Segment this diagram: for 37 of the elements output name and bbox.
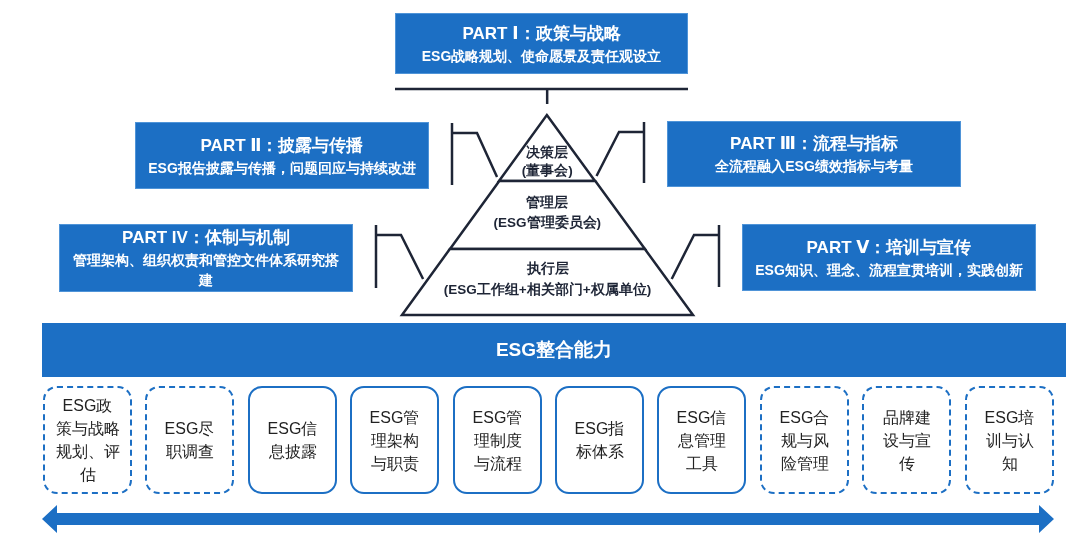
part-title: PART Ⅰ：政策与战略 xyxy=(462,22,621,45)
tier-subtitle: (ESG工作组+相关部门+权属单位) xyxy=(443,282,652,298)
capability-box: ESG信息管理工具 xyxy=(657,386,746,494)
capability-box: ESG信息披露 xyxy=(248,386,337,494)
bracket-connector xyxy=(595,120,646,185)
capability-box: ESG尽职调查 xyxy=(145,386,234,494)
capability-box: ESG培训与认知 xyxy=(965,386,1054,494)
part-title: PART IV：体制与机制 xyxy=(122,227,290,249)
bracket-connector xyxy=(374,223,425,290)
capability-box: ESG合规与风险管理 xyxy=(760,386,849,494)
tier-subtitle: (ESG管理委员会) xyxy=(493,215,602,231)
part-box xyxy=(395,13,688,74)
bracket-connector xyxy=(670,223,721,289)
part-description: 全流程融入ESG绩效指标与考量 xyxy=(715,157,913,176)
part-box xyxy=(59,224,353,292)
tier-subtitle: (董事会) xyxy=(521,163,573,179)
part-box xyxy=(742,224,1036,291)
part-description: ESG知识、理念、流程宣贯培训，实践创新 xyxy=(755,260,1023,280)
capability-box: ESG指标体系 xyxy=(555,386,644,494)
part-box xyxy=(135,122,429,189)
part-description: 管理架构、组织权责和管控文件体系研究搭建 xyxy=(72,251,340,290)
tier-name: 管理层 xyxy=(526,195,569,211)
part-title: PART Ⅲ：流程与指标 xyxy=(730,133,898,155)
part-description: ESG报告披露与传播，问题回应与持续改进 xyxy=(148,158,416,178)
capability-box: ESG政策与战略规划、评估 xyxy=(43,386,132,494)
bracket-connector xyxy=(393,87,690,104)
part-title: PART Ⅴ：培训与宣传 xyxy=(806,236,972,259)
part-description: ESG战略规划、使命愿景及责任观设立 xyxy=(421,46,662,66)
bracket-connector xyxy=(450,121,499,187)
banner-bar: ESG整合能力 xyxy=(42,323,1066,377)
capability-box: ESG管理架构与职责 xyxy=(350,386,439,494)
tier-name: 决策层 xyxy=(526,145,569,161)
capability-box: ESG管理制度与流程 xyxy=(453,386,542,494)
tier-name: 执行层 xyxy=(526,261,569,277)
capability-box: 品牌建设与宣传 xyxy=(862,386,951,494)
part-title: PART Ⅱ：披露与传播 xyxy=(200,134,364,157)
part-box xyxy=(667,121,961,187)
